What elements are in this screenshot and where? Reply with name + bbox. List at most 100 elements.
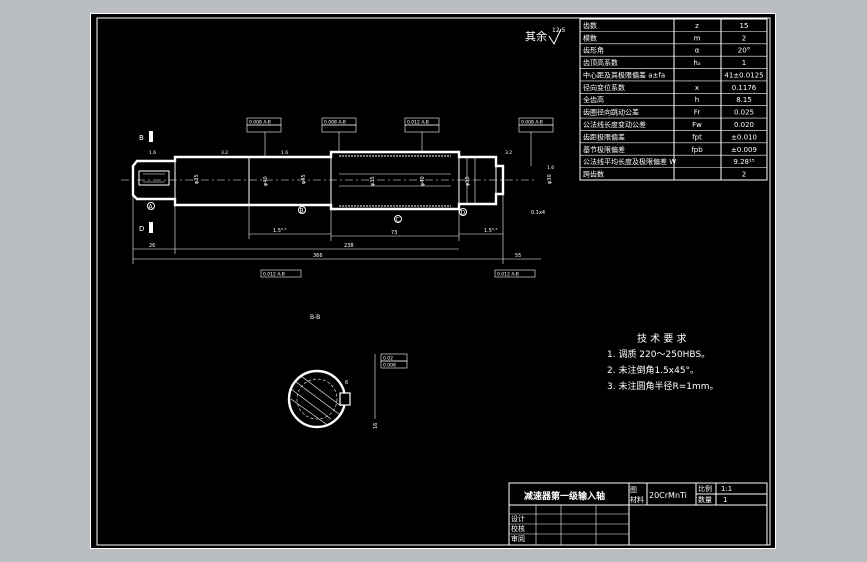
span-1-label: 1.5⁰·⁵ xyxy=(273,228,287,234)
param-row-symbol: α xyxy=(695,47,700,55)
qty-label: 数量 xyxy=(698,495,712,504)
param-row-name: 齿距极限偏差 xyxy=(583,132,625,141)
review-label: 审阅 xyxy=(511,534,525,543)
span-4-label: 26 xyxy=(149,243,155,249)
section-tol-1: 0.02 xyxy=(383,356,393,362)
param-row-symbol: x xyxy=(695,84,699,92)
tech-req-title: 技 术 要 求 xyxy=(637,332,687,345)
material-label: 材料 xyxy=(630,495,644,504)
svg-text:1.6: 1.6 xyxy=(149,150,156,156)
param-row-symbol: Fr xyxy=(694,109,701,117)
tech-req-item-2: 2. 未注倒角1.5x45°。 xyxy=(607,364,699,376)
total-length-label: 366 xyxy=(313,253,323,259)
svg-text:φ40: φ40 xyxy=(420,176,426,186)
svg-text:φ35: φ35 xyxy=(370,176,376,186)
shaft-outline xyxy=(131,150,505,211)
param-row-name: 齿形角 xyxy=(583,46,604,55)
svg-text:3.2: 3.2 xyxy=(221,150,228,156)
roughness-symbol-icon xyxy=(548,28,562,46)
param-row-symbol: hₐ xyxy=(693,59,700,67)
param-row-value: 8.15 xyxy=(736,96,752,104)
param-row-value: 41±0.0125 xyxy=(724,71,763,79)
param-table: 齿数 z 15 模数 m 2 齿形角 α 20° 齿顶高系数 hₐ 1 中心距及其极限偏差 a±fa 41… xyxy=(579,18,768,181)
svg-text:1.6: 1.6 xyxy=(547,165,554,171)
param-row-name: 齿数 xyxy=(583,21,597,30)
part-name: 减速器第一级输入轴 xyxy=(524,490,605,502)
tol-frame-1: 0.008 A-B xyxy=(249,120,271,126)
span-3-label: 73 xyxy=(391,230,397,236)
cad-drawing: 其余 12.5 齿数 z 15 模数 m 2 齿形角 α 20° 齿顶高系数 hₐ 1 中心距及其极限偏… xyxy=(96,17,771,546)
param-row-value: 1 xyxy=(742,59,746,67)
shaft-main-view: φ35 φ40 φ45 φ35 φ40 φ35 φ30 B D A B C D … xyxy=(121,117,554,278)
surface-finish-value: 12.5 xyxy=(552,27,566,34)
mid-length-label: 238 xyxy=(344,243,354,249)
inner-border xyxy=(96,17,771,546)
svg-text:φ35: φ35 xyxy=(194,174,200,184)
param-row-name: 中心距及其极限偏差 a±fa xyxy=(583,70,665,79)
datum-c: C xyxy=(396,217,400,224)
datum-marker-b-label: B xyxy=(139,134,144,142)
param-row-value: ±0.010 xyxy=(731,133,757,141)
datum-b: B xyxy=(300,208,304,215)
param-row-name: 模数 xyxy=(583,33,597,42)
param-row-value: 20° xyxy=(738,47,750,55)
datum-marker-b xyxy=(149,131,153,142)
title-block: 减速器第一级输入轴 图 材料 20CrMnTi 比例 1:1 数量 1 设计 校… xyxy=(508,482,768,546)
span-2-label: 1.5⁰·⁵ xyxy=(484,228,498,234)
span-5-label: 55 xyxy=(515,253,521,259)
param-row-symbol: fpb xyxy=(691,146,703,154)
param-row-symbol: m xyxy=(694,34,701,42)
param-row-value: 2 xyxy=(742,171,746,179)
keyslot-label: 0.1x4 xyxy=(531,210,545,216)
svg-text:φ35: φ35 xyxy=(465,176,471,186)
tol-frame-5: 0.012 A-B xyxy=(263,272,285,278)
figure-label: 图 xyxy=(630,486,637,494)
param-row-symbol: z xyxy=(695,22,699,30)
param-row-value: 0.020 xyxy=(734,121,754,129)
param-row-symbol: h xyxy=(695,96,699,104)
param-row-name: 齿顶高系数 xyxy=(583,58,618,67)
tech-req-item-1: 1. 调质 220～250HBS。 xyxy=(607,348,710,360)
param-row-name: 公法线长度变动公差 xyxy=(583,120,646,129)
key-width-label: 6 xyxy=(345,380,348,386)
param-row-name: 基节极限偏差 xyxy=(583,145,625,154)
param-row-value: ±0.009 xyxy=(731,146,757,154)
tol-frame-3: 0.012 A-B xyxy=(407,120,429,126)
datum-a: A xyxy=(149,204,154,211)
param-row-name: 全齿高 xyxy=(583,95,604,104)
section-view: 0.02 0.008 6 16 xyxy=(287,353,408,429)
param-row-value: 0.1176 xyxy=(732,84,757,92)
param-row-value: 0.025 xyxy=(734,109,754,117)
keyway xyxy=(138,170,170,186)
svg-text:φ45: φ45 xyxy=(301,174,307,184)
material-value: 20CrMnTi xyxy=(649,491,687,500)
drawing-frame: 其余 12.5 齿数 z 15 模数 m 2 齿形角 α 20° 齿顶高系数 hₐ 1 中心距及其极限偏… xyxy=(90,13,776,549)
svg-text:φ30: φ30 xyxy=(547,174,553,184)
datum-marker-d xyxy=(149,222,153,233)
key-depth-label: 16 xyxy=(373,423,379,429)
param-row-name: 齿圈径向跳动公差 xyxy=(583,108,639,117)
check-label: 校核 xyxy=(511,524,525,533)
section-tol-2: 0.008 xyxy=(383,363,396,369)
param-row-value: 15 xyxy=(740,22,749,30)
svg-text:3.2: 3.2 xyxy=(505,150,512,156)
scale-value: 1:1 xyxy=(721,485,732,493)
surface-finish-note: 其余 xyxy=(525,29,547,43)
param-row-symbol: fpt xyxy=(692,133,702,141)
design-label: 设计 xyxy=(511,514,525,523)
param-row-name: 公法线平均长度及极限偏差 W xyxy=(583,157,676,166)
svg-text:φ40: φ40 xyxy=(263,176,269,186)
param-row-name: 径向变位系数 xyxy=(583,83,625,92)
tech-req-item-3: 3. 未注圆角半径R=1mm。 xyxy=(607,380,719,392)
section-label: B-B xyxy=(310,314,320,321)
svg-text:1.6: 1.6 xyxy=(281,150,288,156)
tol-frame-6: 0.012 A-B xyxy=(497,272,519,278)
datum-marker-d-label: D xyxy=(139,225,144,233)
tol-frame-4: 0.008 A-B xyxy=(521,120,543,126)
param-row-name: 跨齿数 xyxy=(583,170,604,179)
param-row-value: 9.28¹⁵ xyxy=(733,158,754,166)
qty-value: 1 xyxy=(723,496,727,504)
tech-requirements: 技 术 要 求 1. 调质 220～250HBS。 2. 未注倒角1.5x45°… xyxy=(607,332,719,392)
datum-d: D xyxy=(461,210,466,217)
scale-label: 比例 xyxy=(698,484,712,493)
